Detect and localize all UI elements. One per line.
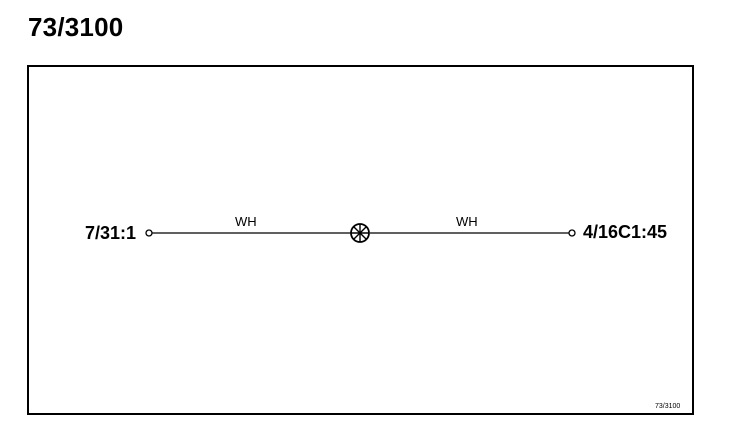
lamp-icon <box>350 223 370 243</box>
left-connector-label: 7/31:1 <box>84 223 136 243</box>
wire-left-color-label: WH <box>235 214 257 229</box>
page-title: 73/3100 <box>28 12 124 42</box>
right-connector-label: 4/16C1:45 <box>583 222 668 242</box>
wire-right-color-label: WH <box>456 214 478 229</box>
diagram-frame <box>27 65 694 415</box>
figure-id: 73/3100 <box>655 403 681 410</box>
right-terminal-icon <box>568 229 576 237</box>
left-terminal-icon <box>145 229 153 237</box>
